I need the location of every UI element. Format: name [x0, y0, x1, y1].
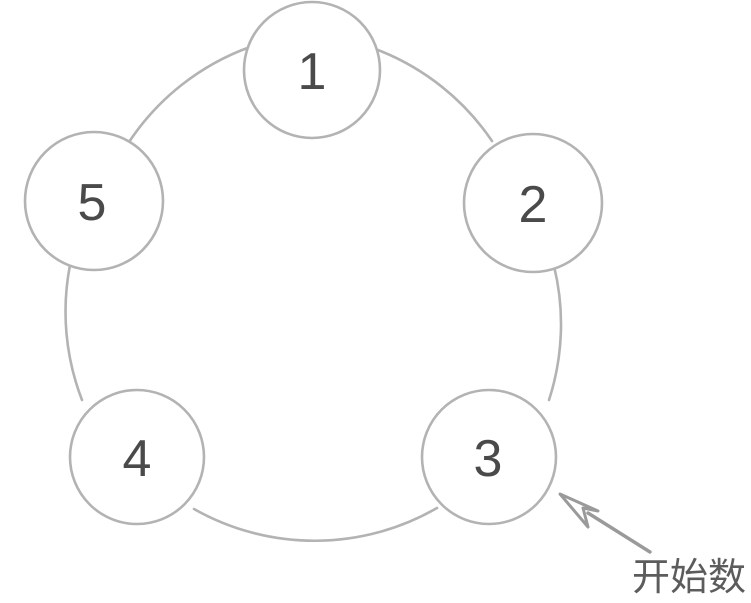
ring-arcs	[64, 45, 563, 543]
node-5-circle[interactable]	[23, 130, 165, 272]
node-3[interactable]: 3	[420, 388, 558, 526]
node-4[interactable]: 4	[68, 388, 206, 526]
node-3-circle[interactable]	[420, 388, 558, 526]
node-5-label: 5	[78, 174, 107, 232]
node-4-label: 4	[123, 430, 152, 488]
node-3-label: 3	[474, 430, 503, 488]
node-2-label: 2	[519, 176, 548, 234]
node-1-circle[interactable]	[242, 0, 382, 140]
arc-5-to-1	[127, 45, 252, 144]
arrow-head-icon	[558, 492, 600, 529]
arc-1-to-2	[376, 48, 494, 143]
node-1[interactable]: 1	[242, 0, 382, 140]
arc-3-to-4	[192, 506, 439, 543]
node-1-label: 1	[298, 43, 327, 101]
start-annotation-label: 开始数	[632, 555, 746, 599]
arc-4-to-5	[64, 263, 84, 402]
node-4-circle[interactable]	[68, 388, 206, 526]
node-2-circle[interactable]	[462, 132, 604, 274]
start-annotation-arrow	[558, 492, 652, 554]
node-2[interactable]: 2	[462, 132, 604, 274]
nodes-group: 1 2 3 4 5	[23, 0, 604, 526]
node-5[interactable]: 5	[23, 130, 165, 272]
arc-2-to-3	[547, 264, 563, 402]
arrow-shaft	[586, 511, 652, 554]
